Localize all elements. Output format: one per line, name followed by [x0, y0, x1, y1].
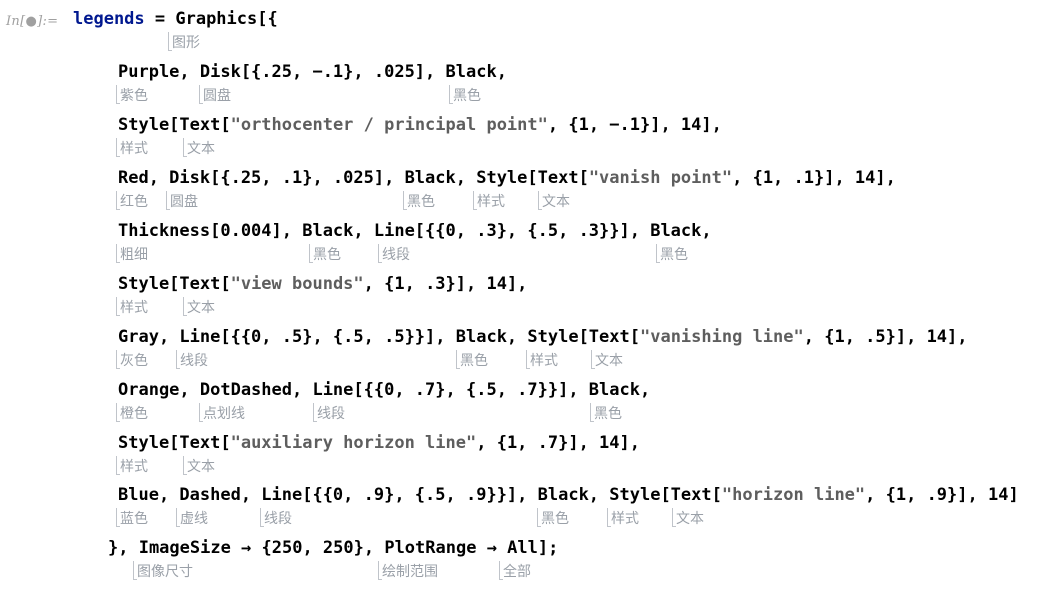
string-literal: "vanish point"	[588, 168, 733, 188]
hint-graphics: 图形	[168, 32, 200, 51]
string-literal: "orthocenter / principal point"	[230, 115, 548, 135]
hint-blue: 蓝色	[116, 508, 148, 527]
code-text: , {1, .9}], 14]	[865, 485, 1019, 505]
code-line-6[interactable]: Gray, Line[{{0, .5}, {.5, .5}}], Black, …	[118, 327, 968, 347]
hint-text: 文本	[538, 191, 570, 210]
hint-dotdashed: 点划线	[199, 403, 245, 422]
code-line-1[interactable]: Purple, Disk[{.25, −.1}, .025], Black,	[118, 62, 507, 82]
code-line-8[interactable]: Style[Text["auxiliary horizon line", {1,…	[118, 433, 640, 453]
hint-style: 样式	[473, 191, 505, 210]
hint-black: 黑色	[309, 244, 341, 263]
hint-plotrange: 绘制范围	[378, 561, 438, 580]
code-text: Style[Text[	[118, 115, 231, 135]
code-text: , {1, .5}], 14],	[803, 327, 968, 347]
code-text: , {1, .7}], 14],	[476, 433, 640, 453]
code-text: , {1, .3}], 14],	[363, 274, 528, 294]
hint-black: 黑色	[590, 403, 622, 422]
code-text: , {1, .1}], 14],	[732, 168, 896, 188]
code-text: = Graphics[{	[144, 9, 278, 29]
code-line-10[interactable]: }, ImageSize → {250, 250}, PlotRange → A…	[108, 538, 559, 558]
code-text: Blue, Dashed, Line[{{0, .9}, {.5, .9}}],…	[118, 485, 722, 505]
hint-dashed: 虚线	[176, 508, 208, 527]
hint-black: 黑色	[403, 191, 435, 210]
code-text: Style[Text[	[118, 274, 231, 294]
hint-style: 样式	[607, 508, 639, 527]
code-line-4[interactable]: Thickness[0.004], Black, Line[{{0, .3}, …	[118, 221, 712, 241]
hint-imagesize: 图像尺寸	[133, 561, 193, 580]
hint-line: 线段	[260, 508, 292, 527]
string-literal: "auxiliary horizon line"	[230, 433, 477, 453]
hint-text: 文本	[183, 138, 215, 157]
string-literal: "view bounds"	[230, 274, 364, 294]
code-text: Gray, Line[{{0, .5}, {.5, .5}}], Black, …	[118, 327, 640, 347]
hint-black: 黑色	[537, 508, 569, 527]
hint-style: 样式	[526, 350, 558, 369]
hint-disk: 圆盘	[199, 85, 231, 104]
hint-text: 文本	[672, 508, 704, 527]
string-literal: "horizon line"	[721, 485, 866, 505]
hint-orange: 橙色	[116, 403, 148, 422]
string-literal: "vanishing line"	[639, 327, 804, 347]
hint-style: 样式	[116, 297, 148, 316]
hint-purple: 紫色	[116, 85, 148, 104]
hint-all: 全部	[499, 561, 531, 580]
variable-name: legends	[73, 9, 145, 29]
hint-text: 文本	[591, 350, 623, 369]
code-text: , {1, −.1}], 14],	[547, 115, 722, 135]
cell-label: In[●]:=	[6, 14, 59, 29]
hint-line: 线段	[378, 244, 410, 263]
hint-black: 黑色	[656, 244, 688, 263]
code-line-2[interactable]: Style[Text["orthocenter / principal poin…	[118, 115, 722, 135]
code-line-0[interactable]: legends = Graphics[{	[73, 9, 278, 29]
hint-style: 样式	[116, 456, 148, 475]
hint-black: 黑色	[449, 85, 481, 104]
code-text: Red, Disk[{.25, .1}, .025], Black, Style…	[118, 168, 589, 188]
code-line-5[interactable]: Style[Text["view bounds", {1, .3}], 14],	[118, 274, 527, 294]
hint-black: 黑色	[456, 350, 488, 369]
code-line-9[interactable]: Blue, Dashed, Line[{{0, .9}, {.5, .9}}],…	[118, 485, 1019, 505]
hint-red: 红色	[116, 191, 148, 210]
hint-line: 线段	[313, 403, 345, 422]
code-line-7[interactable]: Orange, DotDashed, Line[{{0, .7}, {.5, .…	[118, 380, 651, 400]
hint-text: 文本	[183, 297, 215, 316]
code-text: Style[Text[	[118, 433, 231, 453]
hint-text: 文本	[183, 456, 215, 475]
hint-line: 线段	[176, 350, 208, 369]
hint-disk: 圆盘	[166, 191, 198, 210]
hint-style: 样式	[116, 138, 148, 157]
hint-thickness: 粗细	[116, 244, 148, 263]
hint-gray: 灰色	[116, 350, 148, 369]
code-line-3[interactable]: Red, Disk[{.25, .1}, .025], Black, Style…	[118, 168, 896, 188]
